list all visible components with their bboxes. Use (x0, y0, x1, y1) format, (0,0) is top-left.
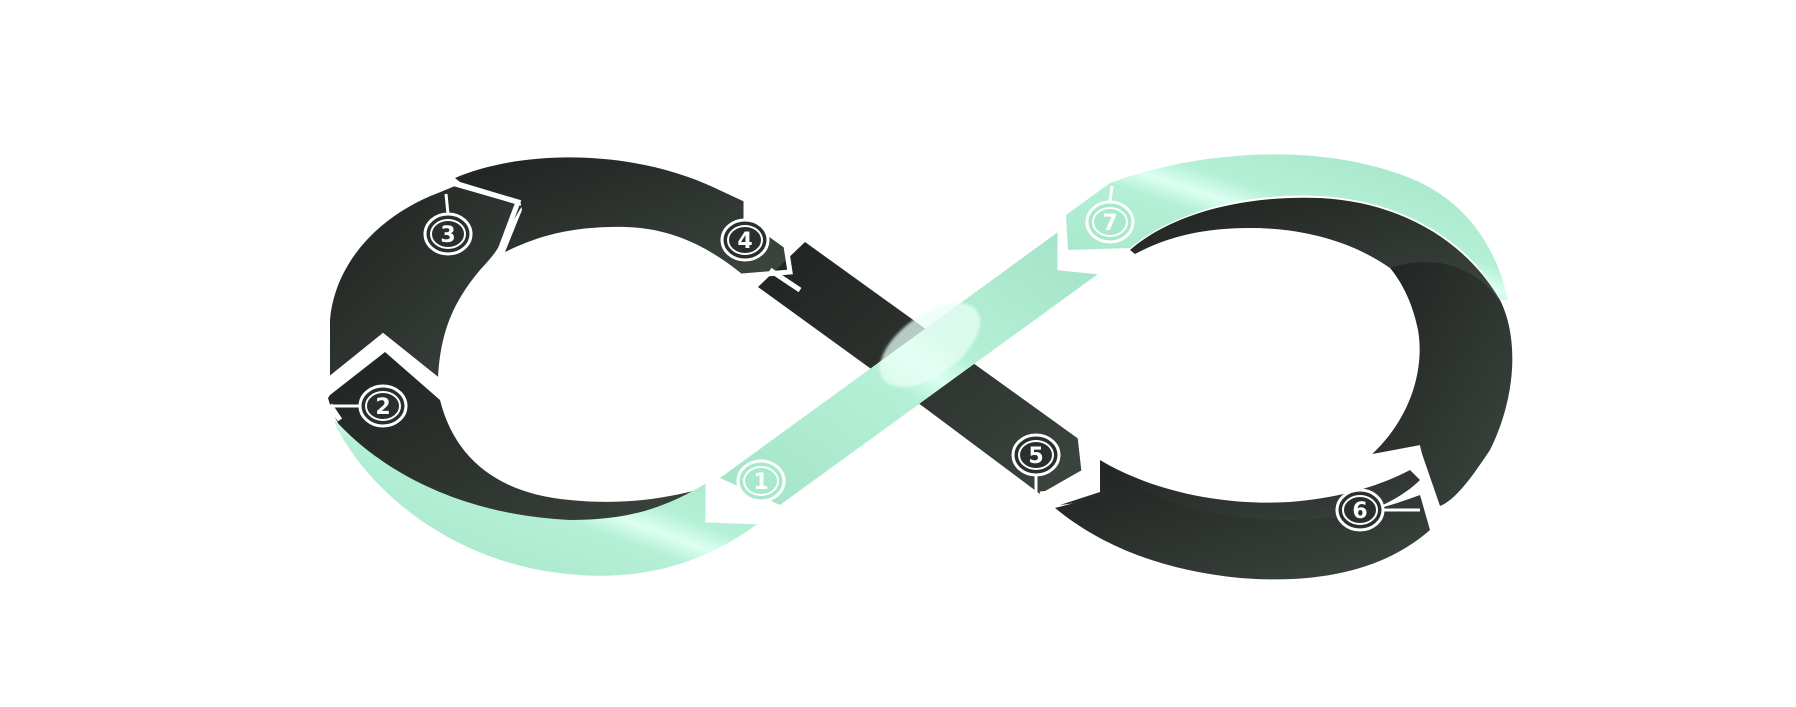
separator-1-c (705, 468, 761, 525)
marker-inner-ring (1342, 495, 1378, 525)
segment-4 (455, 157, 790, 274)
step-markers: 1 2 3 4 5 6 7 (330, 185, 1420, 532)
segment-separators (324, 179, 1433, 525)
segment-6 (1370, 257, 1513, 506)
step-marker-2: 2 (330, 384, 408, 428)
separator-7 (1057, 230, 1101, 275)
marker-number: 3 (440, 223, 455, 248)
marker-number: 7 (1102, 211, 1117, 236)
separator-3-4 (447, 179, 522, 251)
right-loop (1055, 197, 1513, 580)
segment-5-body (1055, 462, 1430, 580)
segment-7-loop (1066, 154, 1508, 300)
marker-number: 1 (753, 470, 768, 495)
segment-right-top (1130, 197, 1500, 300)
step-marker-7: 7 (1085, 185, 1135, 244)
segment-1 (335, 420, 760, 576)
marker-inner-ring (365, 391, 401, 421)
marker-leader-line (444, 193, 450, 215)
step-marker-1: 1 (736, 459, 786, 520)
marker-number: 4 (737, 229, 752, 254)
accent-ribbon (335, 154, 1508, 576)
segment-3 (330, 186, 522, 380)
separator-c-5 (1039, 435, 1089, 497)
marker-inner-ring (1018, 440, 1054, 470)
marker-inner-ring (430, 219, 466, 249)
marker-number: 6 (1352, 499, 1367, 524)
separator-c-7 (768, 267, 802, 293)
marker-inner-ring (727, 225, 763, 255)
step-marker-5: 5 (1011, 433, 1061, 494)
separator-2-3 (324, 332, 440, 384)
step-marker-3: 3 (423, 193, 473, 256)
step-marker-6: 6 (1335, 488, 1420, 532)
marker-leader-line (1108, 185, 1114, 203)
ribbon-highlight (879, 303, 981, 387)
step-marker-4: 4 (720, 198, 770, 262)
marker-inner-ring (743, 466, 779, 496)
marker-number: 5 (1028, 444, 1043, 469)
marker-inner-ring (1092, 207, 1128, 237)
separator-5-6 (1369, 445, 1433, 499)
marker-number: 2 (375, 395, 390, 420)
